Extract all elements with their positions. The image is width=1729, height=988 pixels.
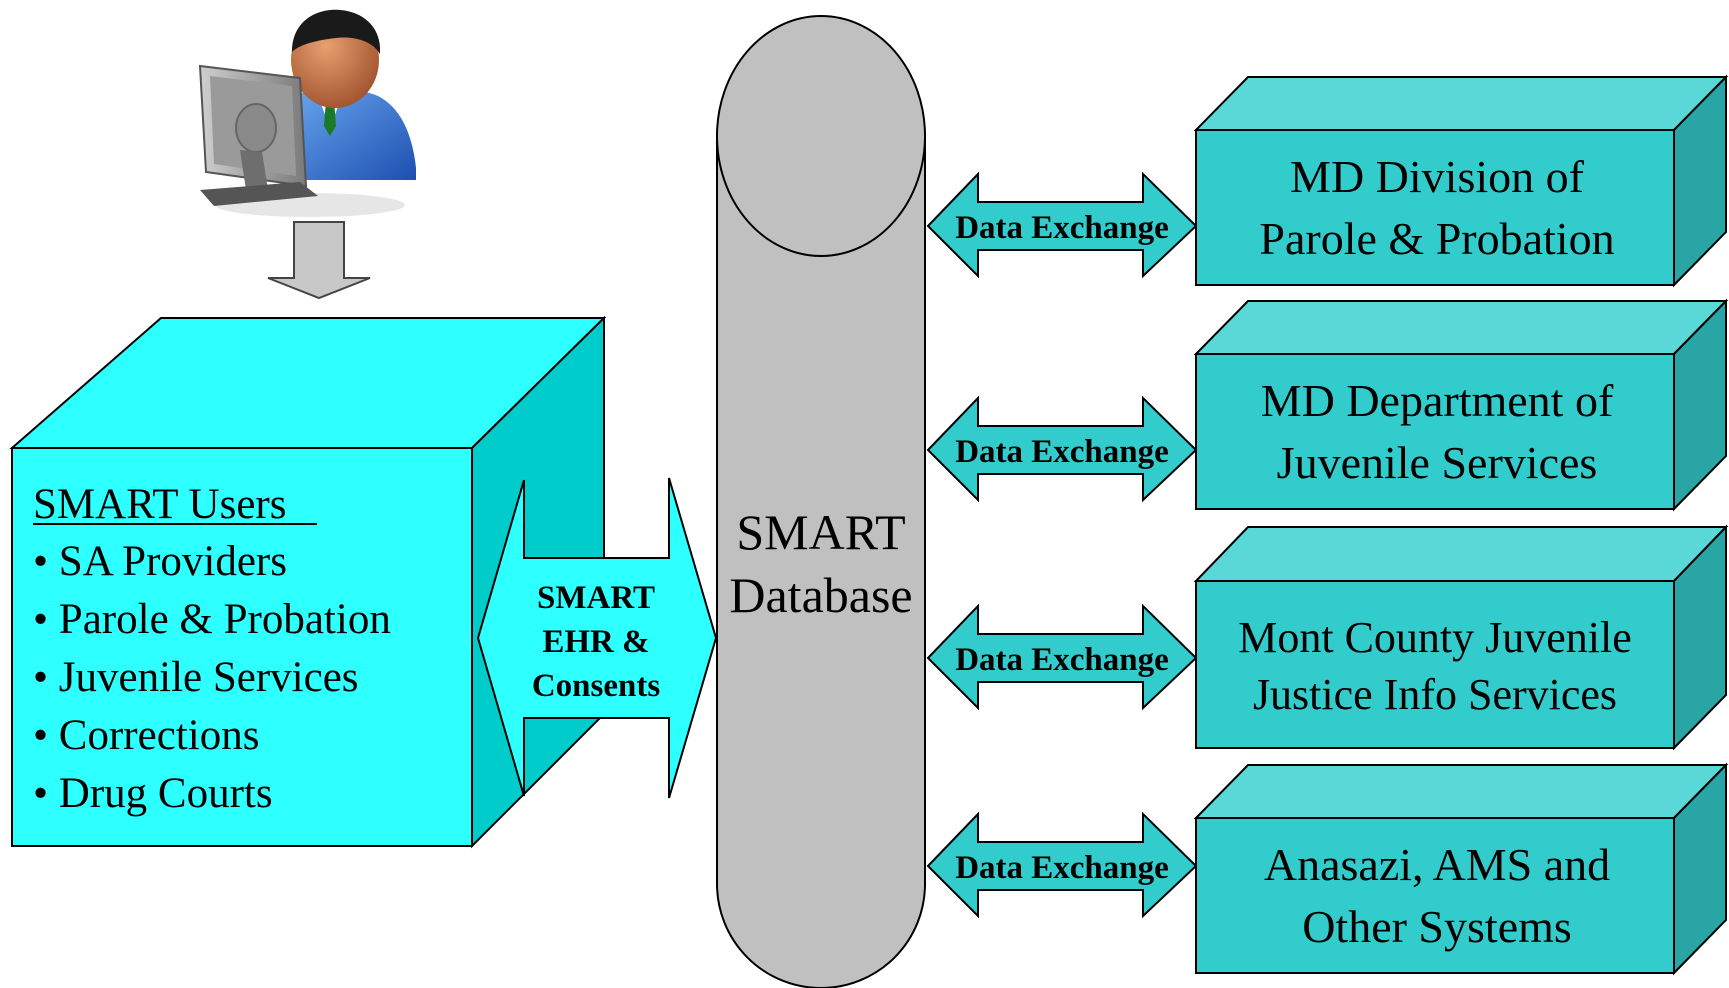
database-label-line: SMART xyxy=(736,504,905,560)
users-heading: SMART Users xyxy=(33,481,286,528)
system-label-line: MD Department of xyxy=(1261,375,1614,426)
system-label-line: Justice Info Services xyxy=(1253,670,1617,719)
system-box-mont-county xyxy=(1193,524,1729,751)
users-item: • Drug Courts xyxy=(33,770,273,817)
system-label-line: Other Systems xyxy=(1302,901,1572,952)
smart-database-cylinder xyxy=(716,15,926,988)
down-arrow-icon xyxy=(267,221,371,300)
system-box-parole-probation xyxy=(1193,74,1729,288)
system-label-line: Juvenile Services xyxy=(1277,437,1598,488)
data-exchange-label: Data Exchange xyxy=(955,642,1169,678)
system-box-other-systems xyxy=(1193,762,1729,976)
users-item: • SA Providers xyxy=(33,538,287,585)
system-label-line: Mont County Juvenile xyxy=(1238,613,1632,662)
computer-user-icon xyxy=(198,9,416,217)
data-exchange-label: Data Exchange xyxy=(955,434,1169,470)
database-label-line: Database xyxy=(729,567,912,623)
users-item: • Corrections xyxy=(33,712,259,759)
system-box-juvenile-services xyxy=(1193,298,1729,512)
users-item: • Parole & Probation xyxy=(33,596,391,643)
ehr-label-line: EHR & xyxy=(542,624,649,660)
system-label-line: MD Division of xyxy=(1290,151,1585,202)
ehr-label-line: SMART xyxy=(537,580,655,616)
ehr-label-line: Consents xyxy=(532,668,661,704)
data-exchange-label: Data Exchange xyxy=(955,850,1169,886)
users-item: • Juvenile Services xyxy=(33,654,359,701)
system-label-line: Parole & Probation xyxy=(1259,213,1614,264)
system-label-line: Anasazi, AMS and xyxy=(1264,839,1610,890)
data-exchange-label: Data Exchange xyxy=(955,210,1169,246)
